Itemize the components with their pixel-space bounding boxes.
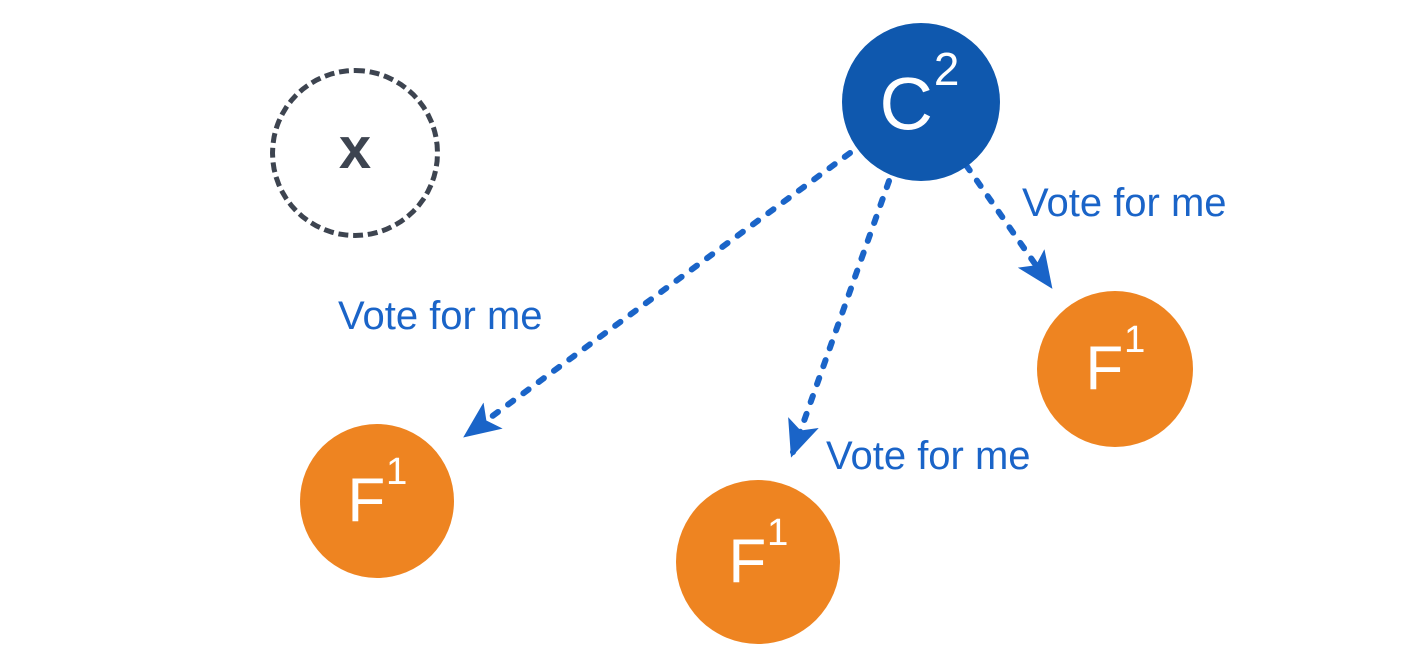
node-follower-right-label: F1 [1085,320,1145,404]
node-candidate-letter: C [879,62,933,146]
node-follower-left: F1 [300,424,454,578]
vote-arrow-middle [788,178,892,458]
node-candidate-label: C2 [880,46,960,142]
node-follower-middle-term: 1 [767,511,789,555]
node-follower-left-term: 1 [386,450,408,494]
node-candidate-term: 2 [933,42,960,95]
node-candidate: C2 [842,23,1000,181]
node-follower-right: F1 [1037,291,1193,447]
node-follower-middle: F1 [676,480,840,644]
node-follower-right-letter: F [1085,334,1124,404]
node-follower-right-term: 1 [1124,318,1146,362]
node-follower-left-letter: F [347,466,386,536]
node-follower-middle-letter: F [728,527,767,597]
vote-message-middle: Vote for me [826,434,1031,478]
node-failed-label: x [338,116,372,181]
vote-message-left: Vote for me [338,294,543,338]
node-follower-middle-label: F1 [728,513,788,597]
node-follower-left-label: F1 [347,452,407,536]
node-failed: x [270,68,440,238]
vote-message-right: Vote for me [1022,181,1227,225]
